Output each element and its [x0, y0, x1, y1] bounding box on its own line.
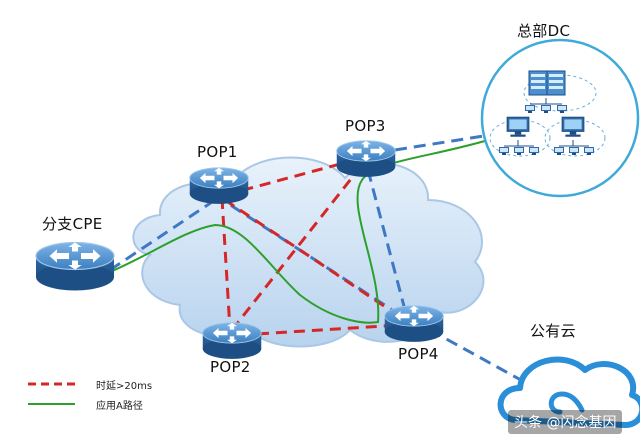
pop2-label: POP2	[210, 358, 251, 376]
router-pop2[interactable]	[202, 322, 262, 360]
pop1-label: POP1	[197, 143, 238, 161]
branch-cpe-label: 分支CPE	[42, 215, 103, 233]
router-icon	[189, 167, 249, 205]
router-pop3[interactable]	[336, 140, 396, 178]
link-pop3-pop4	[366, 169, 407, 311]
latency-pop2-pop4	[239, 323, 401, 337]
link-pop3-dc	[394, 133, 491, 152]
link-cpe-pop1	[109, 198, 216, 272]
router-icon	[202, 322, 262, 360]
latency-pop1-pop4	[224, 198, 406, 322]
router-icon	[336, 140, 396, 178]
router-cpe[interactable]	[35, 241, 115, 292]
router-pop1[interactable]	[189, 167, 249, 205]
legend	[28, 382, 75, 405]
router-icon	[384, 305, 444, 343]
latency-pop1-pop2	[220, 197, 232, 331]
watermark-text: 头条 @闪念基因	[508, 410, 623, 434]
blue-dashed-links	[109, 133, 531, 387]
legend-latency-label: 时延>20ms	[96, 381, 153, 392]
public-cloud-icon[interactable]	[497, 356, 640, 428]
hq-dc[interactable]	[480, 38, 640, 198]
router-icon	[35, 241, 115, 292]
hq-dc-label: 总部DC	[517, 22, 571, 40]
legend-path-a-label: 应用A路径	[96, 401, 143, 412]
link-pop4-cloud	[429, 328, 531, 387]
datacenter-icon	[480, 38, 640, 198]
pop4-label: POP4	[398, 345, 439, 363]
router-pop4[interactable]	[384, 305, 444, 343]
pop3-label: POP3	[345, 117, 386, 135]
public-cloud-label: 公有云	[530, 322, 576, 340]
